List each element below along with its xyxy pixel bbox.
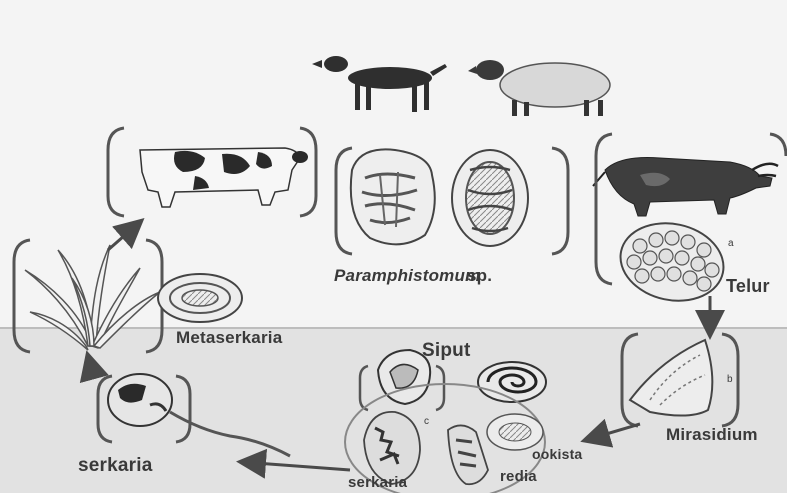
- dog-icon: [312, 56, 447, 112]
- fluke-icon: [351, 149, 435, 244]
- arrow-grass-to-cow: [108, 222, 140, 250]
- buffalo-icon: [593, 158, 778, 217]
- genus-label: Paramphistomum: [334, 266, 480, 286]
- siput-label: Siput: [422, 340, 471, 362]
- redia-label: redia: [500, 468, 537, 485]
- sheep-icon: [468, 60, 610, 116]
- serkaria-bottom-label: serkaria: [348, 474, 407, 491]
- metaserkaria-label: Metaserkaria: [176, 328, 282, 348]
- serkaria-left-label: serkaria: [78, 455, 153, 477]
- ookista-label: ookista: [532, 446, 582, 462]
- mirasidium-label: Mirasidium: [666, 425, 758, 445]
- marker-a: a: [728, 238, 734, 249]
- egg-icon: [613, 214, 731, 310]
- fluke-icon: [452, 150, 528, 246]
- cow-icon: [140, 148, 308, 207]
- species-suffix-label: sp.: [467, 266, 492, 286]
- marker-c: c: [424, 416, 429, 427]
- metacercaria-icon: [158, 274, 242, 322]
- marker-b: b: [727, 374, 733, 385]
- snail-icon: [478, 362, 546, 402]
- telur-label: Telur: [726, 276, 770, 297]
